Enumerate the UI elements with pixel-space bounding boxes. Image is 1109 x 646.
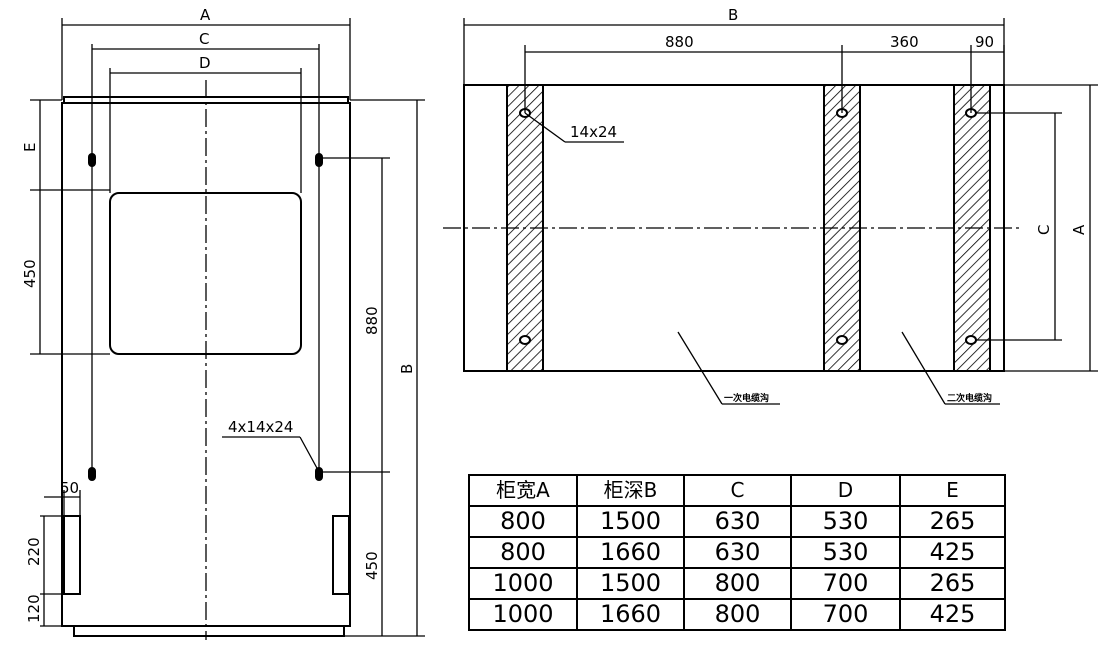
side-opening-right (332, 515, 350, 595)
table-cell: 630 (683, 536, 792, 569)
label-A: A (200, 6, 211, 24)
plan-label-360: 360 (890, 33, 919, 51)
label-50: 50 (60, 479, 79, 497)
table-header-row: 柜宽A 柜深B C D E (468, 474, 1006, 507)
header-E: E (899, 474, 1006, 507)
label-B: B (398, 364, 416, 374)
note-primary-cable-trench: 一次电缆沟 (724, 392, 769, 404)
label-220: 220 (25, 537, 43, 566)
right-dim-labels: B 880 360 90 14x24 C A 一次电缆沟 二次电缆沟 (570, 6, 1088, 404)
table-cell: 700 (790, 598, 901, 631)
table-row: 1000 1500 800 700 265 (468, 567, 1006, 600)
note-leader-left (677, 331, 723, 405)
note-secondary-cable-trench: 二次电缆沟 (947, 392, 992, 404)
hole-callout-left: 4x14x24 (228, 418, 293, 436)
table-cell: 700 (790, 567, 901, 600)
table-cell: 800 (683, 567, 792, 600)
table-cell: 530 (790, 505, 901, 538)
table-cell: 425 (899, 598, 1006, 631)
cabinet-plinth (73, 625, 345, 637)
label-E: E (21, 143, 39, 152)
label-C: C (199, 30, 209, 48)
plan-label-C: C (1035, 225, 1053, 235)
label-880: 880 (363, 306, 381, 335)
table-cell: 265 (899, 567, 1006, 600)
table-cell: 1000 (468, 567, 578, 600)
table-cell: 1660 (576, 536, 685, 569)
plan-label-90: 90 (975, 33, 994, 51)
table-row: 1000 1660 800 700 425 (468, 598, 1006, 631)
label-450-upper: 450 (21, 259, 39, 288)
table-cell: 1660 (576, 598, 685, 631)
table-row: 800 1500 630 530 265 (468, 505, 1006, 538)
plan-label-880: 880 (665, 33, 694, 51)
bolt-hole (965, 335, 977, 345)
table-cell: 800 (683, 598, 792, 631)
table-cell: 800 (468, 505, 578, 538)
table-cell: 265 (899, 505, 1006, 538)
bolt-hole (836, 335, 848, 345)
plan-hole-callout: 14x24 (570, 123, 617, 141)
plan-label-B: B (728, 6, 738, 24)
header-depth-B: 柜深B (576, 474, 685, 507)
header-D: D (790, 474, 901, 507)
note-leader-right (901, 331, 946, 405)
table-cell: 1500 (576, 567, 685, 600)
label-120: 120 (25, 594, 43, 623)
dimension-table: 柜宽A 柜深B C D E 800 1500 630 530 265 800 1… (468, 474, 1006, 631)
table-cell: 630 (683, 505, 792, 538)
table-cell: 1500 (576, 505, 685, 538)
bolt-hole (519, 335, 531, 345)
header-C: C (683, 474, 792, 507)
table-cell: 1000 (468, 598, 578, 631)
table-cell: 425 (899, 536, 1006, 569)
table-cell: 800 (468, 536, 578, 569)
side-opening-left (63, 515, 81, 595)
left-dim-labels: A C D E 450 880 B 450 50 220 120 4x14x24 (21, 6, 416, 623)
label-D: D (199, 54, 211, 72)
table-row: 800 1660 630 530 425 (468, 536, 1006, 569)
table-cell: 530 (790, 536, 901, 569)
label-450-lower: 450 (363, 551, 381, 580)
header-width-A: 柜宽A (468, 474, 578, 507)
plan-label-A: A (1070, 224, 1088, 235)
